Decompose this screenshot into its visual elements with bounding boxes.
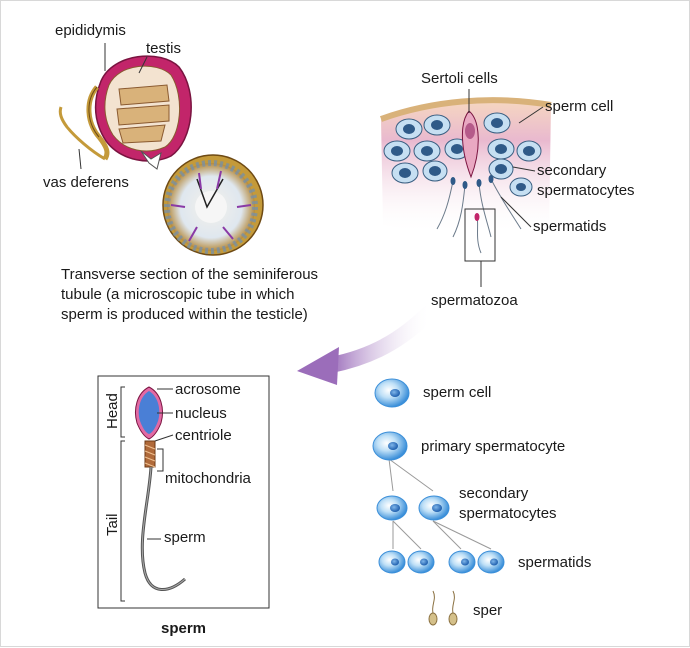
label-nucleus: nucleus [175,405,227,422]
leader-spermatids [500,196,532,228]
label-stage-sper: sper [473,602,502,619]
sperm-anatomy-panel [97,375,270,609]
label-sperm-cell-top: sperm cell [545,98,613,115]
label-vas-deferens: vas deferens [43,174,129,191]
label-sperm-tail: sperm [164,529,206,546]
caption-line-1: Transverse section of the seminiferous [61,266,318,283]
label-head: Head [104,393,121,429]
tail-bracket [120,440,125,602]
stage-tree [388,458,492,550]
cell-spermatid-2 [407,550,435,574]
stage-cells [372,378,505,626]
cell-secondary-b [418,495,450,521]
leader-sperm-cell [518,106,544,124]
cell-spermatid-1 [378,550,406,574]
cell-sperm-2 [448,590,458,626]
cell-sperm-1 [428,590,438,626]
cell-secondary-a [376,495,408,521]
label-spermatozoa: spermatozoa [431,292,518,309]
label-spermatids-top: spermatids [533,218,606,235]
tubule-cross-section [162,154,264,256]
cell-spermatid-3 [448,550,476,574]
label-secondary-top-2: spermatocytes [537,182,635,199]
label-testis: testis [146,40,181,57]
label-tail: Tail [104,513,121,536]
cell-spermatid-4 [477,550,505,574]
label-mitochondria: mitochondria [165,470,252,487]
label-stage-spermatids: spermatids [518,554,591,571]
leader-vas-deferens [78,148,82,170]
cell-primary [372,431,408,461]
label-centriole: centriole [175,427,232,444]
tubule-wall-illustration [379,97,552,262]
caption-line-3: sperm is produced within the testicle) [61,306,308,323]
caption-line-2: tubule (a microscopic tube in which [61,286,294,303]
label-stage-secondary-2: spermatocytes [459,505,557,522]
cell-sperm-cell [374,378,410,408]
label-epididymis: epididymis [55,22,126,39]
label-stage-primary: primary spermatocyte [421,438,565,455]
label-secondary-top-1: secondary [537,162,607,179]
head-bracket [120,386,125,438]
leader-testis [138,56,148,74]
label-sertoli-cells: Sertoli cells [421,70,498,87]
label-stage-secondary-1: secondary [459,485,529,502]
caption-sperm: sperm [161,620,206,637]
leader-secondary [512,166,536,172]
process-arrow [297,305,437,385]
label-stage-sperm-cell: sperm cell [423,384,491,401]
testis-illustration [58,55,192,170]
label-acrosome: acrosome [175,381,241,398]
